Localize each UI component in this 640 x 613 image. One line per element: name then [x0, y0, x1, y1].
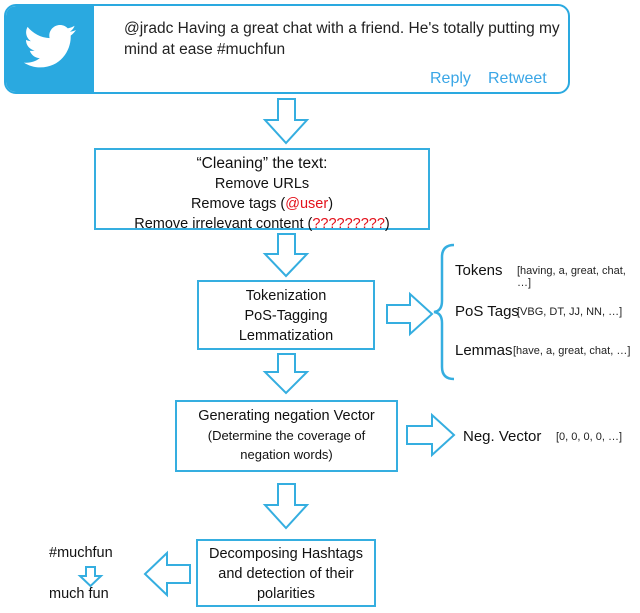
pos-tagging-label: PoS-Tagging [244, 308, 328, 324]
arrow-down-1 [262, 98, 310, 145]
pos-tags-label: PoS Tags [455, 303, 519, 320]
arrow-down-4 [262, 483, 310, 530]
cleaning-title: “Cleaning” the text: [196, 155, 328, 172]
negation-title: Generating negation Vector [198, 408, 375, 424]
hashtag-line-2: and detection of their [218, 566, 354, 582]
arrow-down-3 [262, 353, 310, 395]
tweet-card: @jradc Having a great chat with a friend… [4, 4, 570, 94]
tokens-label: Tokens [455, 262, 503, 279]
retweet-link[interactable]: Retweet [488, 70, 547, 87]
output-brace [433, 243, 455, 381]
negation-subtitle-1: (Determine the coverage of [207, 428, 366, 443]
cleaning-step-box: “Cleaning” the text: Remove URLs Remove … [94, 148, 430, 232]
hashtag-example: #muchfun [49, 545, 113, 561]
arrow-left-1 [143, 550, 191, 598]
tokenization-label: Tokenization [245, 288, 327, 304]
twitter-bird-icon [23, 25, 76, 68]
hashtag-decomposed: much fun [49, 586, 109, 602]
twitter-logo-panel [6, 6, 94, 92]
hashtag-line-3: polarities [256, 586, 316, 602]
cleaning-remove-irrelevant: Remove irrelevant content (?????????) [134, 216, 390, 232]
lemmas-label: Lemmas [455, 342, 513, 359]
hashtag-step-box: Decomposing Hashtags and detection of th… [196, 539, 376, 607]
reply-link[interactable]: Reply [430, 70, 471, 87]
pos-tags-value: [VBG, DT, JJ, NN, …] [517, 306, 623, 318]
arrow-down-small [77, 566, 104, 588]
tokens-value: [having, a, great, chat, …] [517, 265, 626, 289]
lemmas-value: [have, a, great, chat, …] [513, 345, 631, 357]
negation-subtitle-2: negation words) [240, 447, 333, 462]
neg-vector-label: Neg. Vector [463, 428, 542, 445]
lemmatization-label: Lemmatization [238, 328, 334, 344]
neg-vector-value: [0, 0, 0, 0, …] [556, 431, 623, 443]
tweet-text: @jradc Having a great chat with a friend… [124, 20, 560, 58]
arrow-down-2 [262, 233, 310, 278]
nlp-step-box: Tokenization PoS-Tagging Lemmatization [197, 280, 375, 350]
cleaning-remove-tags: Remove tags (@user) [190, 196, 334, 212]
arrow-right-2 [406, 412, 456, 458]
hashtag-line-1: Decomposing Hashtags [209, 546, 363, 562]
arrow-right-1 [386, 291, 434, 337]
cleaning-remove-urls: Remove URLs [214, 176, 310, 192]
negation-step-box: Generating negation Vector (Determine th… [175, 400, 398, 472]
